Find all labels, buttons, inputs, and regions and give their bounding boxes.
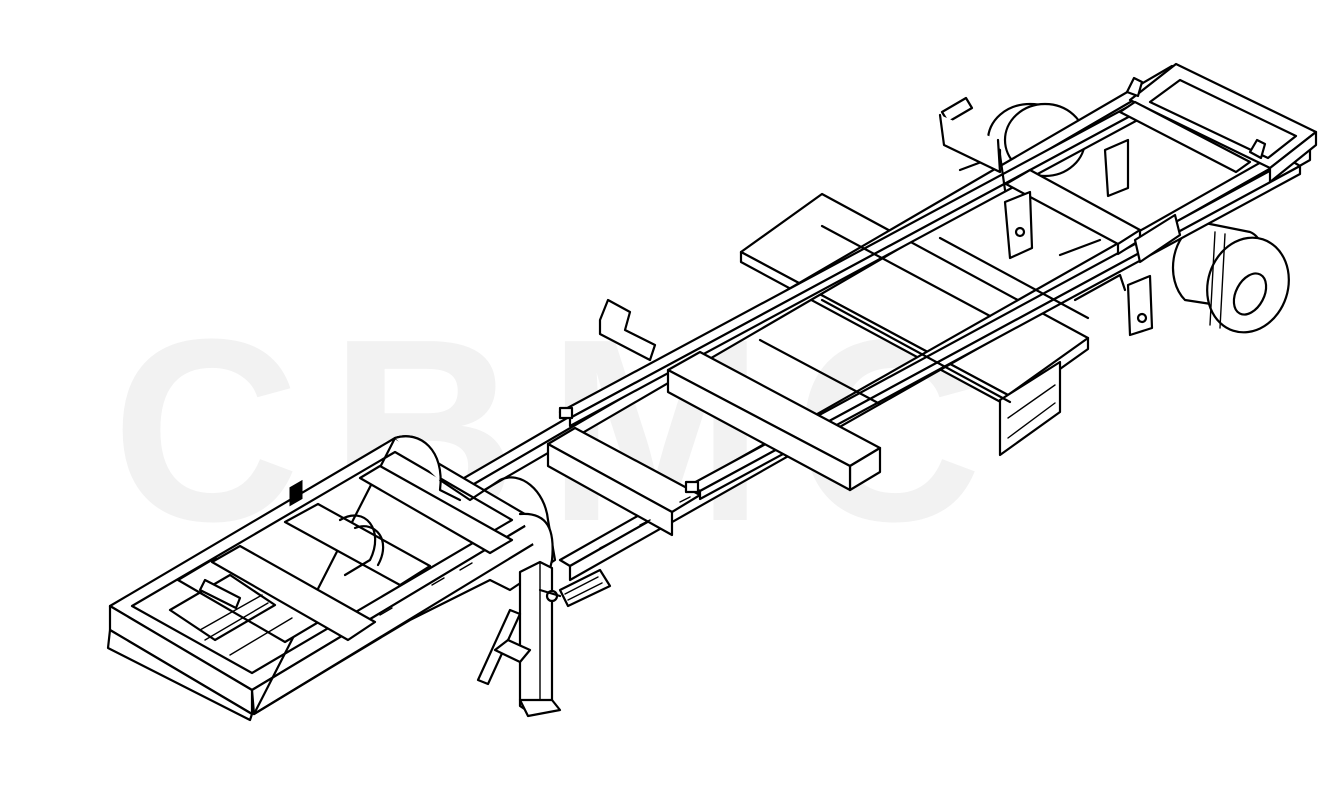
rear-wheel-front-icon xyxy=(1171,220,1290,334)
twist-lock-icon xyxy=(558,406,700,494)
axle-bracket xyxy=(938,96,1002,174)
rail-slots xyxy=(379,474,731,616)
suspension-hanger-icon xyxy=(958,138,1154,337)
landing-gear-leg xyxy=(476,560,562,718)
gooseneck-frame xyxy=(106,435,557,722)
gooseneck-neck xyxy=(338,435,554,580)
gooseneck-lock-horn xyxy=(598,298,657,362)
deck-cross-beams xyxy=(758,224,1090,406)
cross-member-mid xyxy=(666,350,882,492)
rear-frame xyxy=(1004,62,1318,264)
brand-plate xyxy=(558,568,612,608)
front-lock-horn xyxy=(198,578,242,610)
cross-member-front-mid xyxy=(546,426,702,537)
